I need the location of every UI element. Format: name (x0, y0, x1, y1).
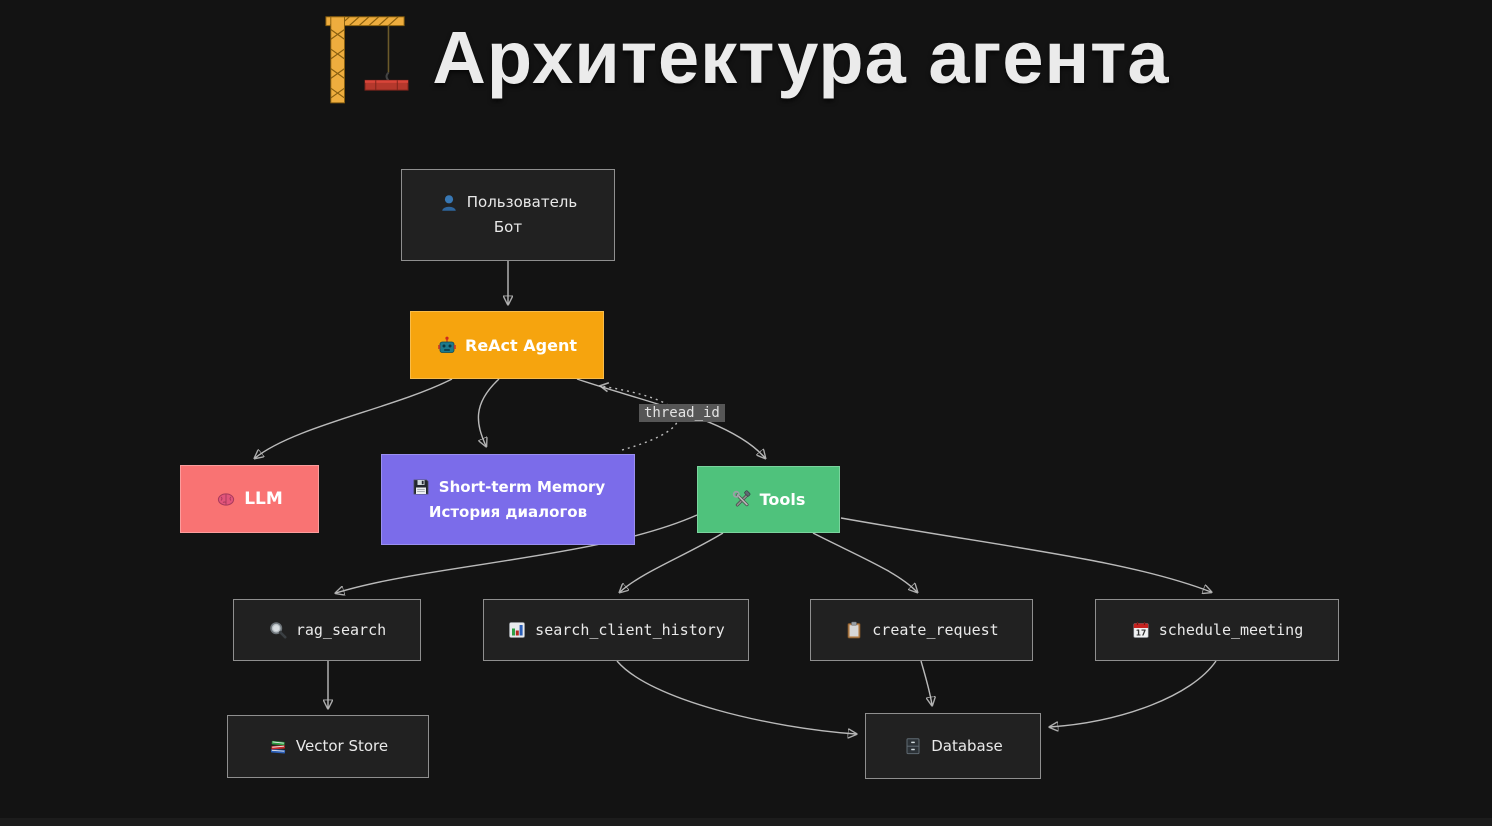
edge-create-request-to-database (920, 660, 932, 705)
node-llm-label: LLM (244, 488, 283, 509)
page-title: Архитектура агента (432, 15, 1170, 99)
node-database-label: Database (931, 736, 1003, 755)
node-create-request: create_request (810, 599, 1033, 661)
edge-schedule-meeting-to-database (1050, 660, 1217, 727)
bar-chart-icon (507, 620, 527, 640)
edge-tools-to-schedule-meeting (840, 517, 1211, 592)
edge-tools-to-create-request (812, 532, 917, 592)
node-tools: Tools (697, 466, 840, 533)
books-icon (268, 737, 288, 757)
node-search-client-history-label: search_client_history (535, 620, 725, 639)
bottom-bar (0, 818, 1492, 826)
node-memory-label-line2: История диалогов (428, 502, 588, 521)
page-header: Архитектура агента (0, 8, 1492, 106)
calendar-icon: 17 (1131, 620, 1151, 640)
magnifier-icon (268, 620, 288, 640)
node-schedule-meeting-label: schedule_meeting (1158, 620, 1304, 639)
edge-agent-to-llm (255, 378, 453, 458)
construction-crane-icon (322, 8, 410, 106)
node-rag-search-label: rag_search (295, 620, 387, 639)
edge-agent-to-memory (477, 378, 500, 446)
node-react-agent-label: ReAct Agent (465, 335, 577, 355)
hammer-wrench-icon (732, 489, 752, 510)
node-memory-label-line1: Short-term Memory (438, 477, 606, 496)
edge-search-client-history-to-database (616, 660, 856, 734)
node-user: Пользователь Бот (401, 169, 615, 261)
floppy-disk-icon (411, 477, 431, 497)
file-cabinet-icon (903, 736, 923, 756)
edge-label-thread-id: thread_id (639, 404, 725, 422)
node-tools-label: Tools (759, 490, 806, 509)
brain-icon (216, 489, 236, 509)
node-vector-store: Vector Store (227, 715, 429, 778)
node-react-agent: ReAct Agent (410, 311, 604, 379)
node-vector-store-label: Vector Store (295, 737, 389, 755)
node-user-label-line2: Бот (493, 218, 523, 236)
node-user-label-line1: Пользователь (466, 193, 578, 211)
node-short-term-memory: Short-term Memory История диалогов (381, 454, 635, 545)
node-rag-search: rag_search (233, 599, 421, 661)
node-search-client-history: search_client_history (483, 599, 749, 661)
edge-tools-to-rag-search (336, 514, 698, 593)
node-llm: LLM (180, 465, 319, 533)
node-schedule-meeting: 17 schedule_meeting (1095, 599, 1339, 661)
calendar-day-number: 17 (1136, 629, 1146, 638)
edge-memory-to-agent-thread (601, 386, 679, 451)
edge-tools-to-search-client-history (620, 532, 724, 592)
node-database: Database (865, 713, 1041, 779)
user-icon (439, 193, 459, 213)
robot-icon (437, 335, 457, 355)
clipboard-icon (844, 620, 864, 640)
node-create-request-label: create_request (872, 620, 999, 639)
